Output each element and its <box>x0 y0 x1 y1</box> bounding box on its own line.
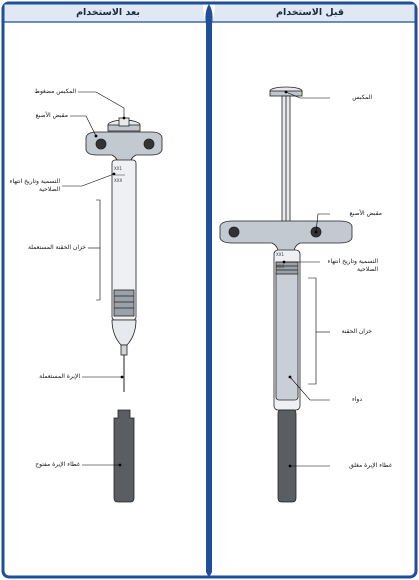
header-after-use: بعد الاستخدام <box>76 7 140 18</box>
label-label-expiry-before-2: الصلاحية <box>356 266 378 273</box>
label-finger-grip-after: مقبض الأصبع <box>35 112 68 119</box>
label-plunger: المكبس <box>352 94 372 101</box>
label-finger-grip-before: مقبض الأصبع <box>349 210 382 217</box>
label-needle-cap-on: غطاء الإبرة مغلق <box>349 462 392 469</box>
center-divider <box>205 4 213 577</box>
label-label-expiry-after-2: الصلاحية <box>38 186 60 193</box>
label-barrel: خزان الحقنة <box>341 328 372 335</box>
svg-text:XXX: XXX <box>114 178 122 183</box>
header-bg-left <box>4 4 206 22</box>
before-leader-lines <box>284 91 330 467</box>
label-label-expiry-after-1: التسمية وتاريخ انتهاء <box>9 178 60 185</box>
before-leader-dots <box>282 90 318 468</box>
label-needle-cap-off: غطاء الإبرة مفتوح <box>35 461 80 468</box>
label-label-expiry-before-1: التسمية وتاريخ انتهاء <box>327 258 378 265</box>
label-used-barrel: خزان الحقنة المستعملة <box>27 244 86 251</box>
syringe-after-use <box>85 117 163 503</box>
label-medicine: دواء <box>351 396 362 403</box>
syringe-before-use <box>219 86 353 503</box>
label-plunger-pressed: المكبس مضغوط <box>34 88 76 95</box>
label-used-needle: الإبرة المستعملة <box>39 373 80 380</box>
after-leader-dots <box>94 116 126 467</box>
after-leader-lines <box>62 91 125 466</box>
svg-text:XX1: XX1 <box>276 252 284 257</box>
svg-text:XXX: XXX <box>276 264 284 269</box>
syringe-before-label-ticks: XX1 XXX <box>276 252 284 269</box>
syringe-after-label-ticks: XX1 XXX <box>114 166 125 183</box>
svg-text:XX1: XX1 <box>114 166 122 171</box>
header-before-use: قبل الاستخدام <box>276 7 344 18</box>
header-bg-right <box>212 4 415 22</box>
